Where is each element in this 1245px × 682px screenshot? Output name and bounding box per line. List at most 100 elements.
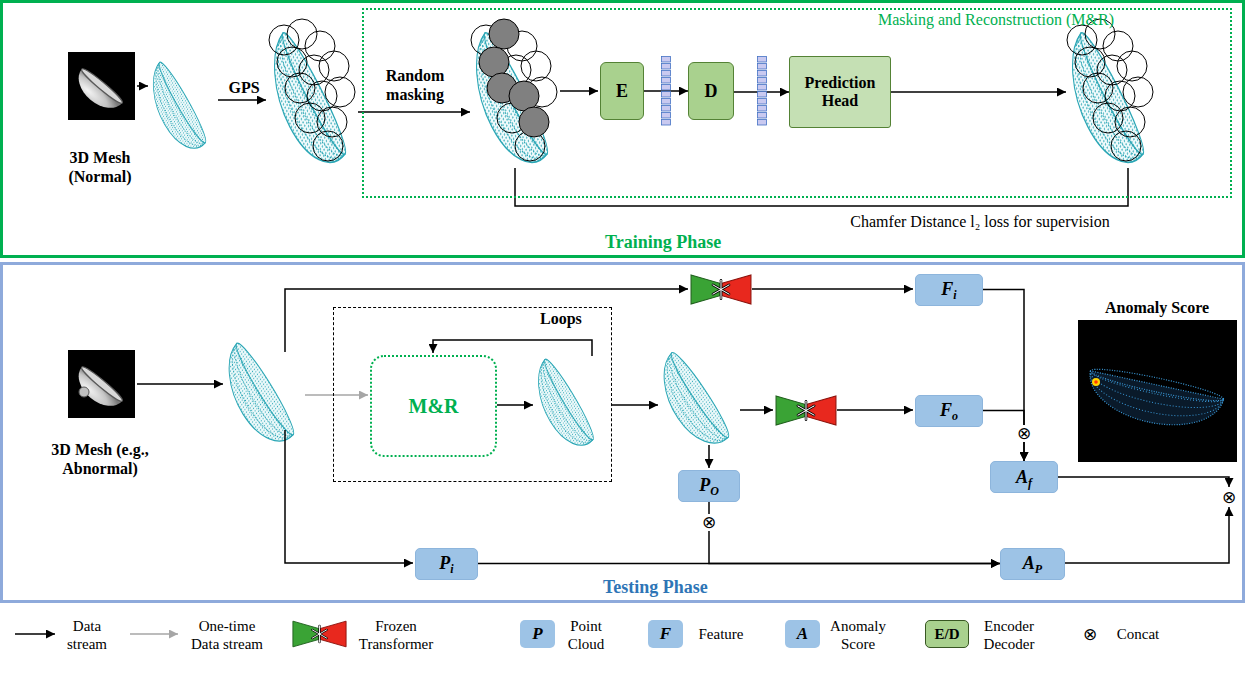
patch-circle xyxy=(307,81,337,111)
box-content: AP xyxy=(1001,549,1064,579)
legend-text: Point Cloud xyxy=(568,618,605,652)
swatch-letter: E/D xyxy=(925,620,969,648)
connector-group xyxy=(478,91,1024,564)
box-text: Prediction Head xyxy=(794,74,886,111)
patch-circle xyxy=(1075,47,1105,77)
encoder-box: E xyxy=(600,62,644,120)
patch-circle xyxy=(521,51,551,81)
patch-circles xyxy=(269,19,355,161)
patch-circle xyxy=(1123,77,1153,107)
anomaly-render xyxy=(1078,320,1237,462)
legend-icon xyxy=(293,621,346,647)
legend-line xyxy=(15,633,55,635)
legend-text: Anomaly Score xyxy=(830,618,886,652)
phase-panel: Testing PhaseLoopsM&RFiFoAfPOPiAP xyxy=(0,262,1245,603)
data-stream xyxy=(612,404,658,406)
step-label: Random masking xyxy=(368,66,462,104)
step-label-text: GPS xyxy=(228,79,259,96)
data-stream xyxy=(218,99,266,101)
legend-entry: Encoder Decoder xyxy=(975,617,1043,654)
image-caption-text: 3D Mesh (e.g., Abnormal) xyxy=(51,441,148,477)
concat-symbol: ⊗ xyxy=(1015,424,1033,442)
box-content: Prediction Head xyxy=(790,57,890,127)
legend-entry: Anomaly Score xyxy=(826,617,890,654)
box-content: M&R xyxy=(372,357,495,455)
decoder-box: D xyxy=(688,62,734,120)
patch-circle xyxy=(325,77,355,107)
patch-circle xyxy=(313,131,343,161)
patch-circle xyxy=(1067,25,1097,55)
legend-entry: Data stream xyxy=(58,617,116,654)
image-caption: 3D Mesh (e.g., Abnormal) xyxy=(35,440,165,478)
patch-circle xyxy=(299,55,329,85)
concat-symbol: ⊗ xyxy=(1079,623,1101,645)
concat-symbol-text: ⊗ xyxy=(1083,626,1097,643)
legend-entry: Feature xyxy=(690,625,752,643)
point-cloud xyxy=(142,58,210,165)
legend-line xyxy=(130,633,178,635)
anomaly-bowl xyxy=(1083,364,1225,436)
title-holder: Training Phase xyxy=(605,232,721,253)
box-text: A xyxy=(1023,553,1035,574)
swatch-letter: A xyxy=(785,620,820,648)
subscript-text: o xyxy=(952,409,958,424)
data-stream xyxy=(285,289,688,352)
subscript-text: i xyxy=(450,562,453,577)
patch-circle xyxy=(1117,51,1147,81)
swatch-letter: F xyxy=(648,620,683,648)
data-stream xyxy=(740,409,773,411)
legend-text: Concat xyxy=(1117,626,1160,642)
patch-circle xyxy=(269,25,299,55)
masked-patch xyxy=(489,19,519,49)
legend-entry: One-time Data stream xyxy=(184,617,270,654)
patch-circle xyxy=(285,73,315,103)
patch-circle xyxy=(277,47,307,77)
swatch-letter-text: F xyxy=(660,624,671,644)
legend-text: Encoder Decoder xyxy=(984,618,1035,652)
data-stream xyxy=(1065,507,1229,563)
data-stream xyxy=(752,288,913,290)
data-stream xyxy=(497,404,533,406)
patch-circle xyxy=(1093,103,1123,133)
box-content: Af xyxy=(991,462,1057,492)
mesh-render xyxy=(68,350,135,418)
patch-circle xyxy=(1097,55,1127,85)
masked-patch xyxy=(519,107,549,137)
subscript-text: i xyxy=(953,288,956,303)
box-text: M&R xyxy=(409,395,459,418)
box-text: P xyxy=(439,553,450,574)
step-label-text: Random masking xyxy=(386,67,445,103)
patch-circle xyxy=(1105,81,1135,111)
frozen-transformer xyxy=(691,275,751,304)
loss-label: Chamfer Distance l₂ loss for supervision xyxy=(820,212,1140,231)
swatch-letter-text: P xyxy=(532,624,542,644)
module-box: M&R xyxy=(370,355,497,457)
process-box: Prediction Head xyxy=(789,56,891,128)
token-column xyxy=(662,57,671,126)
connector xyxy=(478,563,1000,565)
patch-circle xyxy=(319,51,349,81)
legend-entry: Frozen Transformer xyxy=(352,617,440,654)
masked-patch xyxy=(479,47,509,77)
patch-circle xyxy=(287,19,317,49)
anomaly-spot xyxy=(1094,380,1098,384)
image-caption: Anomaly Score xyxy=(1085,298,1229,317)
region-title: Loops xyxy=(540,310,582,327)
image-caption: 3D Mesh (Normal) xyxy=(50,148,150,186)
loss-line xyxy=(515,168,1128,206)
score-box: AP xyxy=(1000,548,1065,580)
data-stream xyxy=(560,90,598,92)
panel-title: Training Phase xyxy=(605,232,721,252)
legend-text: Data stream xyxy=(67,618,107,652)
box-content: Fo xyxy=(916,396,982,426)
legend-text: Feature xyxy=(699,626,744,642)
loss-label-text: Chamfer Distance l₂ loss for supervision xyxy=(850,213,1109,230)
feature-box: Fo xyxy=(915,395,983,427)
box-content: Fi xyxy=(916,275,982,305)
point-cloud-box: PO xyxy=(678,470,740,502)
box-content: D xyxy=(689,63,733,119)
swatch-letter-text: A xyxy=(797,624,808,644)
mesh-render xyxy=(68,52,135,120)
bowl-rim xyxy=(1089,364,1225,406)
